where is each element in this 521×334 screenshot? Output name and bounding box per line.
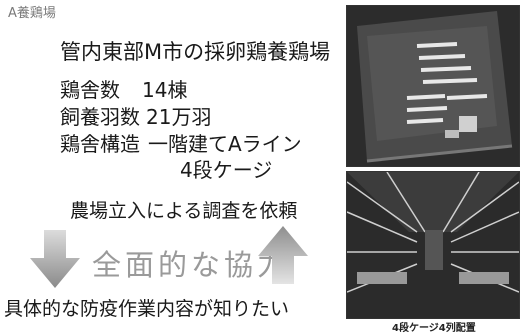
farm-name: 管内東部M市の採卵鶏養鶏場 [60, 40, 331, 64]
stat-structure: 鶏舎構造一階建てAライン [60, 128, 302, 157]
want-to-know-text: 具体的な防疫作業内容が知りたい [4, 298, 290, 320]
cage-interior-photo [346, 171, 520, 319]
stat-value: 14棟 [142, 78, 188, 102]
photo-caption: 4段ケージ4列配置 [392, 323, 476, 334]
stat-value: 21万羽 [146, 105, 212, 129]
slide-title: A養鶏場 [8, 6, 56, 21]
stat-label: 鶏舎構造 [60, 132, 140, 156]
stat-structure-cont: 4段ケージ [180, 158, 273, 182]
request-text: 農場立入による調査を依頼 [70, 200, 298, 222]
stat-label: 飼養羽数 [60, 105, 140, 129]
stat-label: 鶏舎数 [60, 78, 120, 102]
aerial-farm-photo [346, 5, 520, 167]
cooperation-text: 全面的な協力 [92, 248, 291, 282]
stat-value: 一階建てAライン [148, 132, 302, 156]
arrow-up-icon [258, 226, 308, 284]
arrow-down-icon [30, 230, 80, 288]
stat-coop-count: 鶏舎数 14棟 [60, 74, 187, 103]
